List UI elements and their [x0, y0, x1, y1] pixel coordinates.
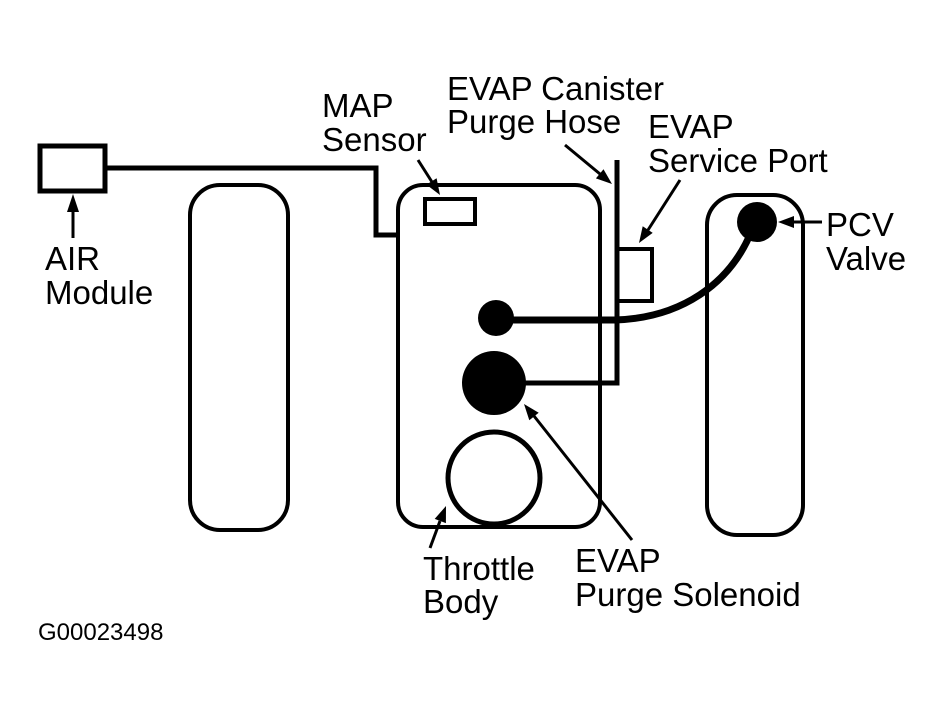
purge-solenoid-arrow-head [524, 404, 539, 421]
throttle-body-label-line-1: Throttle [423, 550, 535, 587]
left-cylinder-bank [188, 183, 290, 532]
pcv-valve [737, 202, 777, 242]
evap-canister-purge-hose [520, 160, 620, 386]
purge-solenoid-label-line-1: EVAP [575, 542, 661, 579]
purge-hose-label-line-1: EVAP Canister [447, 70, 664, 107]
pcv-valve-label-line-2: Valve [826, 240, 906, 277]
figure-id: G00023498 [38, 619, 163, 646]
air-module-vacuum-line [105, 165, 400, 238]
pcv-valve-arrow [778, 216, 822, 228]
intake-plenum [396, 183, 602, 529]
air-module-label-line-2: Module [45, 274, 153, 311]
map-sensor-arrow [416, 159, 440, 195]
throttle-body-label-line-2: Body [423, 583, 499, 620]
map-sensor-box [423, 197, 477, 226]
air-module-arrow-head [67, 194, 79, 212]
purge-hose-arrow-line [564, 143, 601, 176]
service-port-arrow-head [639, 226, 653, 243]
pcv-valve-arrow-head [778, 216, 794, 228]
map-sensor-label-line-1: MAP [322, 87, 394, 124]
pcv-hose [500, 228, 756, 324]
service-port-label-line-2: Service Port [648, 142, 828, 179]
pcv-valve-label-line-1: PCV [826, 206, 894, 243]
purge-hose-label-line-2: Purge Hose [447, 103, 621, 140]
throttle-body-arrow-head [434, 506, 446, 524]
air-module-label-line-1: AIR [45, 240, 100, 277]
evap-purge-solenoid [462, 351, 526, 415]
map-sensor-label-line-2: Sensor [322, 121, 427, 158]
pcv-intake-port [478, 300, 514, 336]
right-cylinder-bank [705, 193, 805, 537]
purge-solenoid-arrow [524, 404, 634, 541]
throttle-body-arrow-line [428, 520, 442, 549]
throttle-body [445, 429, 543, 527]
purge-hose-arrow [564, 143, 612, 184]
map-sensor-arrow-head [426, 178, 440, 195]
service-port-arrow-line [646, 179, 682, 231]
purge-solenoid-arrow-line [532, 415, 634, 541]
map-sensor-arrow-line [416, 159, 434, 183]
purge-hose-arrow-head [595, 169, 612, 184]
air-module-box [37, 143, 108, 194]
evap-service-port-box [615, 247, 654, 303]
purge-solenoid-label-line-2: Purge Solenoid [575, 576, 801, 613]
throttle-body-arrow [428, 506, 446, 549]
service-port-arrow [639, 179, 682, 243]
air-module-arrow [67, 194, 79, 238]
service-port-label-line-1: EVAP [648, 108, 734, 145]
